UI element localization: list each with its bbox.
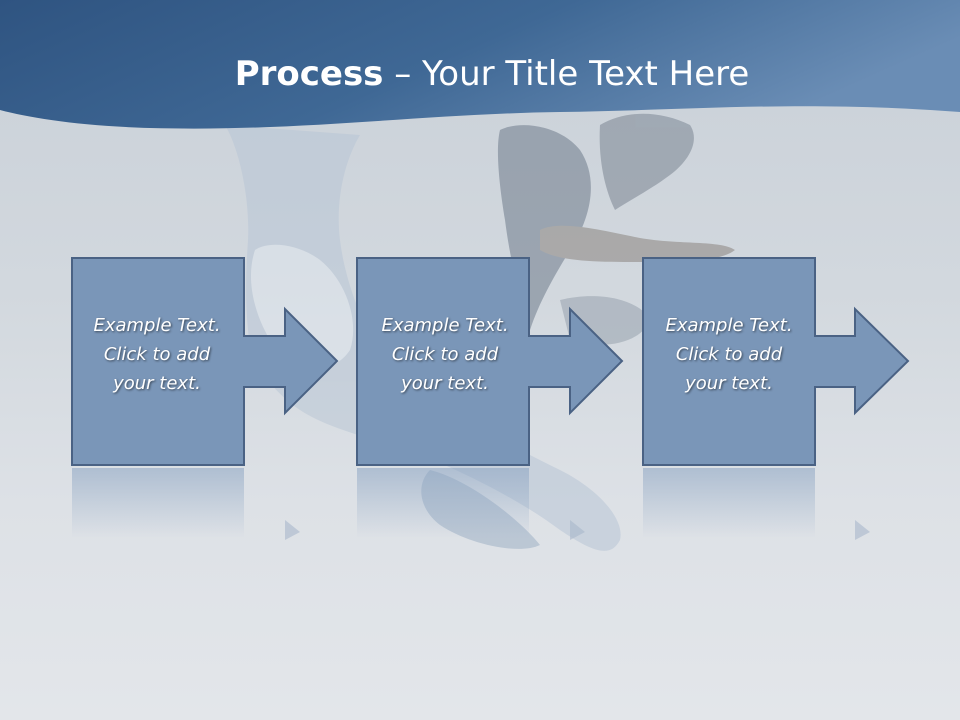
process-step-1-shape bbox=[71, 257, 339, 466]
step-2-line-3: your text. bbox=[401, 373, 489, 394]
step-1-line-2: Click to add bbox=[103, 344, 211, 365]
title-rest: – Your Title Text Here bbox=[383, 54, 750, 94]
slide-title[interactable]: Process – Your Title Text Here bbox=[0, 52, 960, 96]
step-3-line-1: Example Text. bbox=[665, 315, 793, 336]
process-step-1-text[interactable]: Example Text. Click to add your text. bbox=[71, 311, 243, 398]
header-band bbox=[0, 0, 960, 129]
process-step-2-text[interactable]: Example Text. Click to add your text. bbox=[359, 311, 531, 398]
box-3-reflection bbox=[643, 468, 815, 538]
process-step-3-text[interactable]: Example Text. Click to add your text. bbox=[643, 311, 815, 398]
step-1-line-3: your text. bbox=[113, 373, 201, 394]
step-1-line-1: Example Text. bbox=[93, 315, 221, 336]
box-1-reflection bbox=[72, 468, 244, 538]
title-bold: Process bbox=[234, 54, 384, 94]
step-3-line-2: Click to add bbox=[675, 344, 783, 365]
box-2-reflection bbox=[357, 468, 529, 538]
step-2-line-2: Click to add bbox=[391, 344, 499, 365]
process-step-2-shape bbox=[356, 257, 624, 466]
step-2-line-1: Example Text. bbox=[381, 315, 509, 336]
step-3-line-3: your text. bbox=[685, 373, 773, 394]
process-step-3-shape bbox=[642, 257, 910, 466]
